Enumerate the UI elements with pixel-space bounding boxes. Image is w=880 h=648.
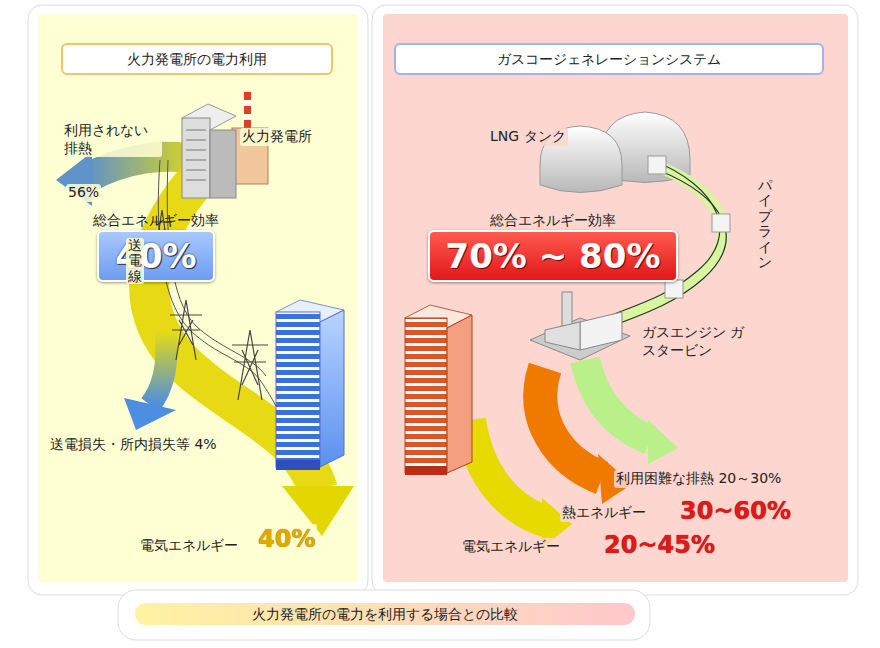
panel-heading: ガスコージェネレーションシステム bbox=[395, 45, 823, 73]
tank-label: LNG タンク bbox=[488, 128, 568, 146]
line-label: 送電線 bbox=[126, 238, 144, 284]
efficiency-box: 総合エネルギー効率40% bbox=[89, 212, 223, 282]
panel: 火力発電所の電力利用総合エネルギー効率40% bbox=[38, 14, 358, 582]
efficiency-label: 総合エネルギー効率 bbox=[428, 212, 679, 230]
caption: 火力発電所の電力を利用する場合との比較 bbox=[135, 603, 635, 625]
energy-label: 電気エネルギー bbox=[460, 538, 562, 556]
percent-label: 40% bbox=[256, 524, 317, 554]
waste-heat-label: 利用困難な排熱 20～30% bbox=[614, 470, 783, 488]
pipeline-label: パイプライン bbox=[756, 178, 774, 270]
panel-heading: 火力発電所の電力利用 bbox=[62, 45, 332, 73]
percent-label: 30~60% bbox=[678, 496, 793, 526]
efficiency-value: 40% bbox=[97, 230, 214, 282]
heat-label: 熱エネルギー bbox=[560, 504, 648, 522]
efficiency-label: 総合エネルギー効率 bbox=[89, 212, 223, 230]
efficiency-value: 70% ~ 80% bbox=[428, 230, 679, 282]
energy-label: 電気エネルギー bbox=[138, 537, 240, 555]
waste-heat-label: 利用されない 排熱 bbox=[62, 122, 162, 157]
plant-label: 火力発電所 bbox=[240, 128, 314, 146]
efficiency-box: 総合エネルギー効率70% ~ 80% bbox=[428, 212, 679, 282]
loss-label: 送電損失・所内損失等 4% bbox=[48, 436, 219, 454]
engine-label: ガスエンジン ガスタービン bbox=[640, 324, 754, 359]
percent-label: 56% bbox=[66, 184, 101, 202]
percent-label: 20~45% bbox=[602, 530, 717, 560]
